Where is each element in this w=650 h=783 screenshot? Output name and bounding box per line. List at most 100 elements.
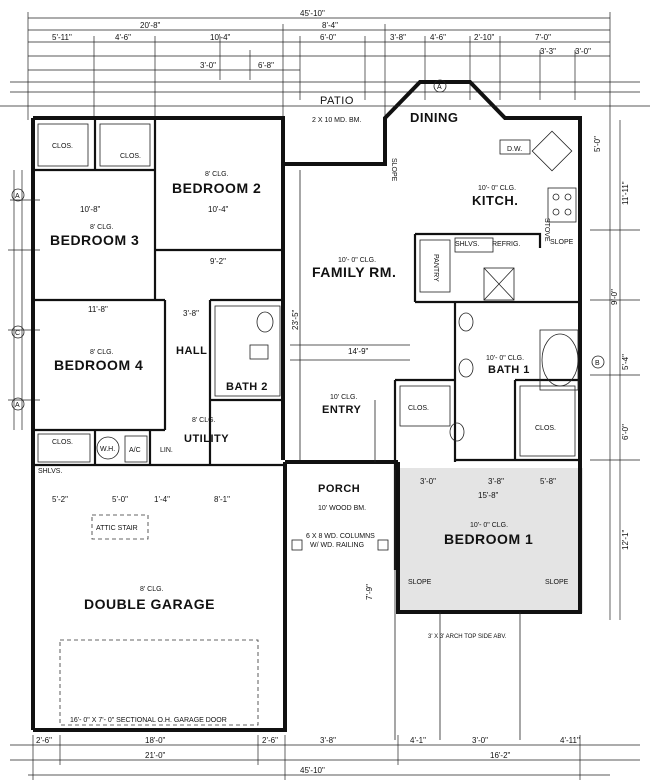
dim-overall-width-bottom: 45'-10" xyxy=(300,766,325,775)
label-attic-stair: ATTIC STAIR xyxy=(96,525,138,532)
right-dimensions: 5'-0" 11'-11" 9'-0" 5'-4" 6'-0" 12'-1" xyxy=(590,120,640,620)
dim-top-e: 3'-0" xyxy=(200,61,216,70)
label-utility: UTILITY xyxy=(184,433,229,445)
interior-walls xyxy=(33,118,580,570)
dim-bot-e: 16'-2" xyxy=(490,751,511,760)
label-garage: DOUBLE GARAGE xyxy=(84,596,215,612)
label-slope-br1-right: SLOPE xyxy=(545,579,569,586)
label-patio-beam: 2 X 10 MD. BM. xyxy=(312,117,361,124)
dim-right-a: 5'-0" xyxy=(593,136,602,152)
dim-bot-b: 4'-1" xyxy=(410,736,426,745)
tag-b-right: B xyxy=(595,360,600,367)
dim-gar-total: 21'-0" xyxy=(145,751,166,760)
dim-right-c: 6'-0" xyxy=(621,424,630,440)
fixtures xyxy=(37,123,579,726)
label-porch-beam: 10' WOOD BM. xyxy=(318,505,366,512)
label-porch-columns: 6 X 8 WD. COLUMNS xyxy=(306,533,375,540)
label-bath1: BATH 1 xyxy=(488,364,530,376)
dim-br3-width: 10'-8" xyxy=(80,205,101,214)
dim-br2-width: 10'-4" xyxy=(208,205,229,214)
label-bedroom2-clg: 8' CLG. xyxy=(205,171,229,178)
construction-lines xyxy=(0,105,650,740)
exterior-walls xyxy=(31,80,582,732)
tag-a-left: A xyxy=(15,193,20,200)
label-patio: PATIO xyxy=(320,95,354,107)
label-shlvs-utility: SHLVS. xyxy=(38,468,62,475)
label-bedroom1: BEDROOM 1 xyxy=(444,531,533,547)
dim-top-a: 5'-11" xyxy=(52,33,72,42)
label-clos-bath1: CLOS. xyxy=(408,405,429,412)
label-bath2: BATH 2 xyxy=(226,381,268,393)
label-ac: A/C xyxy=(129,447,141,454)
label-clos-br3: CLOS. xyxy=(52,143,73,150)
label-bedroom4: BEDROOM 4 xyxy=(54,357,143,373)
dim-top-k: 3'-3" xyxy=(540,47,556,56)
label-shlvs-kitchen: SHLVS. xyxy=(455,241,479,248)
dim-top-i: 2'-10" xyxy=(474,33,495,42)
dim-misc-a: 5'-2" xyxy=(52,495,68,504)
dim-top-mid: 8'-4" xyxy=(322,21,338,30)
label-garage-door: 16'- 0" X 7'- 0" SECTIONAL O.H. GARAGE D… xyxy=(70,717,227,724)
dim-hall-width: 3'-8" xyxy=(183,309,199,318)
label-pantry: PANTRY xyxy=(432,254,439,282)
label-clos-br1: CLOS. xyxy=(535,425,556,432)
dim-misc-c: 8'-1" xyxy=(214,495,230,504)
dim-right-d: 5'-4" xyxy=(621,354,630,370)
dim-entry-height: 7'-9" xyxy=(365,584,374,600)
label-porch: PORCH xyxy=(318,483,360,495)
dim-gar-width: 18'-0" xyxy=(145,736,166,745)
dim-top-d: 6'-0" xyxy=(320,33,336,42)
dim-top-b: 4'-6" xyxy=(115,33,131,42)
tag-c-left: C xyxy=(15,330,20,337)
label-entry-clg: 10' CLG. xyxy=(330,394,357,401)
label-garage-clg: 8' CLG. xyxy=(140,586,164,593)
label-kitchen-clg: 10'- 0" CLG. xyxy=(478,185,516,192)
label-family: FAMILY RM. xyxy=(312,264,396,280)
stove xyxy=(547,187,577,223)
label-dining: DINING xyxy=(410,110,459,125)
bottom-dimensions: 2'-6" 18'-0" 2'-6" 3'-8" 4'-1" 3'-0" 4'-… xyxy=(10,735,640,780)
dim-top-f: 6'-8" xyxy=(258,61,274,70)
dim-misc-g: 5'-8" xyxy=(540,477,556,486)
top-dimensions: 45'-10" 20'-8" 8'-4" 5'-11" 4'-6" 10'-4"… xyxy=(10,9,640,120)
label-bath1-clg: 10'- 0" CLG. xyxy=(486,355,524,362)
dim-br4-width: 11'-8" xyxy=(88,305,108,314)
label-slope-br1-left: SLOPE xyxy=(408,579,432,586)
label-bedroom1-clg: 10'- 0" CLG. xyxy=(470,522,508,529)
dim-br1-h: 12'-1" xyxy=(621,529,630,550)
label-dw: D.W. xyxy=(507,146,522,153)
label-porch-railing: W/ WD. RAILING xyxy=(310,542,364,549)
dim-top-j: 7'-0" xyxy=(535,33,551,42)
dim-top-l: 3'-0" xyxy=(575,47,591,56)
dim-bot-a: 3'-8" xyxy=(320,736,336,745)
room-labels: PATIO 2 X 10 MD. BM. DINING 10'- 0" CLG.… xyxy=(50,95,533,724)
label-entry: ENTRY xyxy=(322,404,362,416)
dim-family-height: 23'-5" xyxy=(291,309,300,330)
section-tags: A A A B C xyxy=(11,79,605,411)
label-clos-br4: CLOS. xyxy=(52,439,73,446)
label-linen: LIN. xyxy=(160,447,173,454)
label-refrig: REFRIG. xyxy=(492,241,520,248)
label-slope-dining: SLOPE xyxy=(390,158,397,182)
dim-right-b: 11'-11" xyxy=(621,181,630,205)
bath1-tub xyxy=(541,333,579,387)
label-utility-clg: 8' CLG. xyxy=(192,417,216,424)
label-stove: STOVE xyxy=(543,218,550,242)
label-hall: HALL xyxy=(176,345,207,357)
dim-hall-width2: 9'-2" xyxy=(210,257,226,266)
label-clos-br2: CLOS. xyxy=(120,153,141,160)
label-kitchen: KITCH. xyxy=(472,193,518,208)
tag-a-left-2: A xyxy=(15,402,20,409)
dim-bot-d: 4'-11" xyxy=(560,736,580,745)
label-bedroom3-clg: 8' CLG. xyxy=(90,224,114,231)
label-arch-window: 3' X 3' ARCH TOP SIDE ABV. xyxy=(428,634,507,640)
label-bedroom2: BEDROOM 2 xyxy=(172,180,261,196)
dim-misc-f: 3'-8" xyxy=(488,477,504,486)
label-family-clg: 10'- 0" CLG. xyxy=(338,257,376,264)
dim-gar-side-left: 2'-6" xyxy=(36,736,52,745)
dim-family-width: 14'-9" xyxy=(348,347,369,356)
dim-top-c: 10'-4" xyxy=(210,33,231,42)
dim-br1-width: 15'-8" xyxy=(478,491,499,500)
dim-top-g: 3'-8" xyxy=(390,33,406,42)
